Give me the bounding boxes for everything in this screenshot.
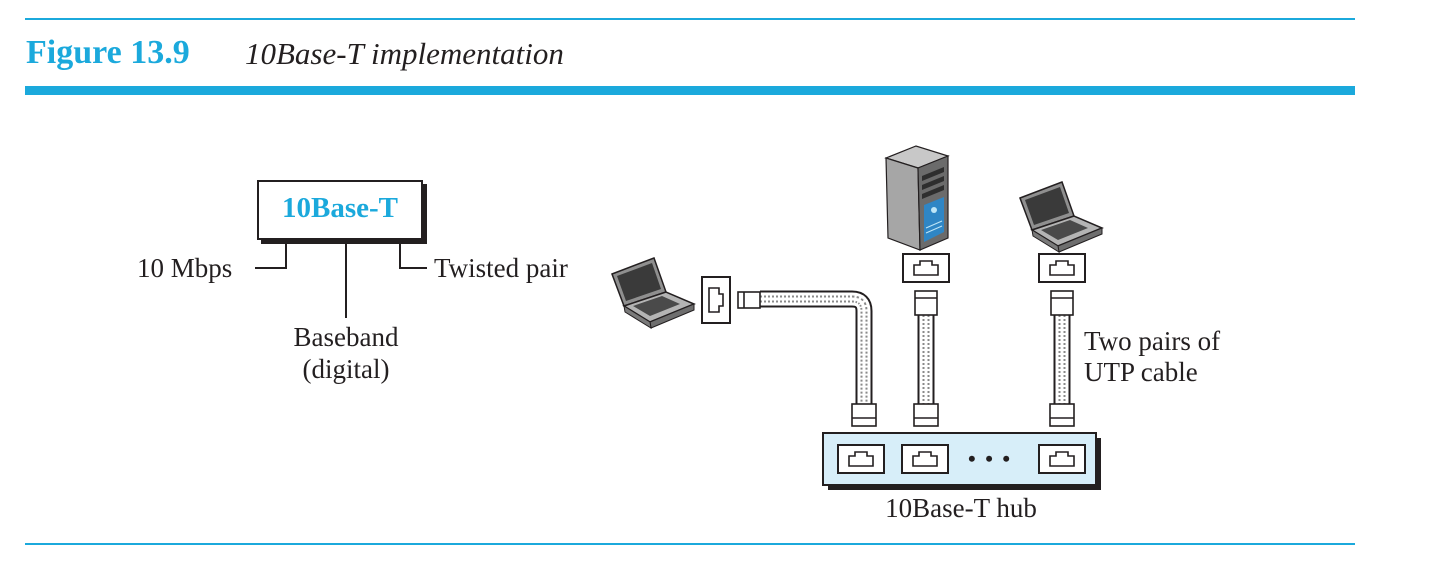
hub-ellipsis: • • • [968, 446, 1013, 471]
bottom-rule [25, 543, 1355, 545]
laptop-icon [611, 257, 696, 330]
plug-server [914, 290, 938, 316]
plug-laptop-3 [1050, 290, 1074, 316]
plug-laptop-1 [737, 291, 761, 309]
laptop-icon [1019, 181, 1104, 254]
signal-label-line2: (digital) [302, 354, 390, 384]
plug-hub-port-3 [1049, 403, 1075, 427]
cable-label-line2: UTP cable [1084, 357, 1198, 387]
cable-label-line1: Two pairs of [1084, 326, 1221, 356]
notation-name: 10Base-T [282, 192, 398, 224]
signal-label-line1: Baseband [293, 322, 399, 352]
top-rule [25, 18, 1355, 20]
rate-label: 10 Mbps [137, 253, 233, 283]
notation-box: 10Base-T [257, 180, 423, 240]
notation-connectors [255, 234, 427, 318]
hub-port-1 [837, 444, 885, 474]
cable-station-1 [760, 290, 873, 404]
figure-title: 10Base-T implementation [245, 36, 564, 71]
jack-laptop-3 [1038, 253, 1086, 283]
title-rule [25, 86, 1355, 95]
hub-label: 10Base-T hub [885, 493, 1037, 523]
plug-hub-port-1 [851, 403, 877, 427]
hub-port-2 [901, 444, 949, 474]
figure-number: Figure 13.9 [26, 34, 190, 71]
medium-label: Twisted pair [434, 253, 568, 283]
jack-laptop-1 [701, 276, 731, 324]
plug-hub-port-2 [913, 403, 939, 427]
hub-port-3 [1038, 444, 1086, 474]
jack-server [902, 253, 950, 283]
server-tower-icon [884, 145, 950, 251]
